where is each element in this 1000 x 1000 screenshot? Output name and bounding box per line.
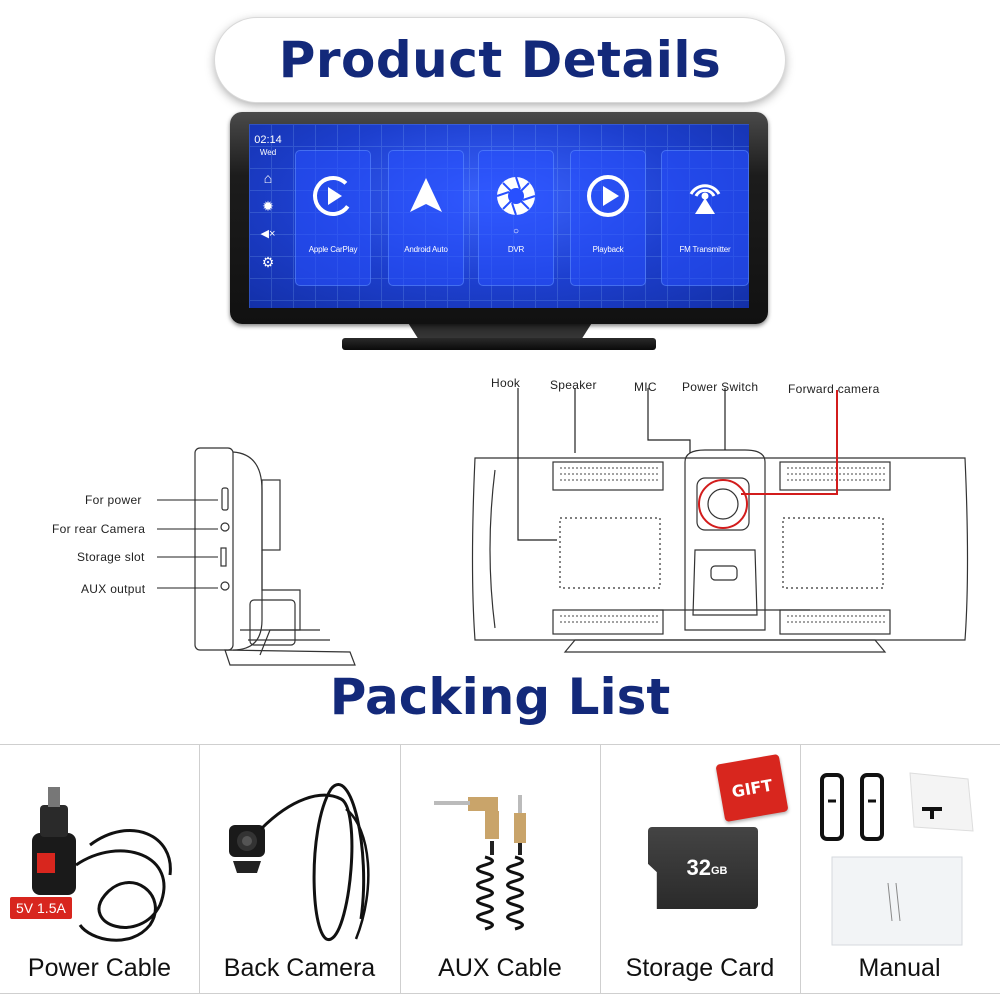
app-label: Apple CarPlay <box>308 245 358 254</box>
label-forward-camera: Forward camera <box>788 382 880 396</box>
pack-label-storage-card: Storage Card <box>625 954 775 982</box>
play-icon <box>587 175 629 217</box>
gift-tag: GIFT <box>715 753 789 823</box>
car-charger-cable-icon <box>32 787 172 942</box>
sd-card-capacity: 32 <box>686 855 711 880</box>
home-icon[interactable]: ⌂ <box>263 170 273 186</box>
antenna-icon <box>689 184 721 214</box>
app-tile-apple-carplay[interactable]: Apple CarPlay <box>295 150 371 286</box>
pack-item-power-cable: 5V 1.5A Power Cable <box>0 745 200 993</box>
app-tile-android-auto[interactable]: Android Auto <box>388 150 464 286</box>
label-for-power: For power <box>85 493 142 507</box>
page-title: Product Details <box>278 31 722 89</box>
app-label: DVR <box>507 245 525 254</box>
label-aux-output: AUX output <box>81 582 146 596</box>
title-banner: Product Details <box>215 18 785 102</box>
app-tile-playback[interactable]: Playback <box>570 150 646 286</box>
label-power-switch: Power Switch <box>682 380 759 394</box>
pack-item-back-camera: Back Camera <box>199 745 401 993</box>
screen-status-column: 02:14 Wed ⌂ ✹ ◀× ⚙ <box>249 124 287 308</box>
aux-cable-icon <box>434 795 526 931</box>
label-hook: Hook <box>491 376 521 390</box>
label-speaker: Speaker <box>550 378 597 392</box>
gift-tag-text: GIFT <box>730 775 774 801</box>
screen-day: Wed <box>259 148 277 157</box>
packing-list-title: Packing List <box>329 668 671 726</box>
device-screen: 02:14 Wed ⌂ ✹ ◀× ⚙ Apple CarPlay Android… <box>249 124 749 308</box>
sd-card-unit: GB <box>710 865 728 877</box>
gear-icon[interactable]: ⚙ <box>261 254 275 270</box>
pack-label-aux-cable: AUX Cable <box>438 954 562 982</box>
label-for-rear-camera: For rear Camera <box>52 522 146 536</box>
label-mic: MIC <box>634 380 657 394</box>
manual-accessories-icon <box>820 772 974 946</box>
voltage-badge: 5V 1.5A <box>10 897 72 919</box>
app-label: FM Transmitter <box>679 245 731 254</box>
back-view-drawing <box>471 388 969 653</box>
app-tile-dvr[interactable]: ○ DVR <box>478 150 554 286</box>
app-label: Android Auto <box>404 245 448 254</box>
side-view-drawing <box>157 447 356 666</box>
pack-item-aux-cable: AUX Cable <box>400 745 601 993</box>
pack-label-back-camera: Back Camera <box>223 954 376 982</box>
screen-clock: 02:14 <box>254 134 282 146</box>
brightness-icon[interactable]: ✹ <box>262 198 274 214</box>
android-auto-icon <box>410 178 442 212</box>
dvr-indicator: ○ <box>512 226 520 237</box>
app-tile-fm-transmitter[interactable]: FM Transmitter <box>661 150 749 286</box>
carplay-icon <box>313 176 353 216</box>
pack-label-manual: Manual <box>858 954 941 982</box>
mute-icon[interactable]: ◀× <box>260 228 276 240</box>
camera-aperture-icon <box>496 176 536 216</box>
device-base <box>342 338 656 350</box>
app-label: Playback <box>592 245 624 254</box>
pack-label-power-cable: Power Cable <box>27 954 172 982</box>
pack-item-manual: Manual <box>800 745 999 993</box>
back-camera-icon <box>229 783 370 941</box>
packing-list-row: 5V 1.5A Power Cable Back Camera <box>0 744 1000 994</box>
label-storage-slot: Storage slot <box>77 550 145 564</box>
